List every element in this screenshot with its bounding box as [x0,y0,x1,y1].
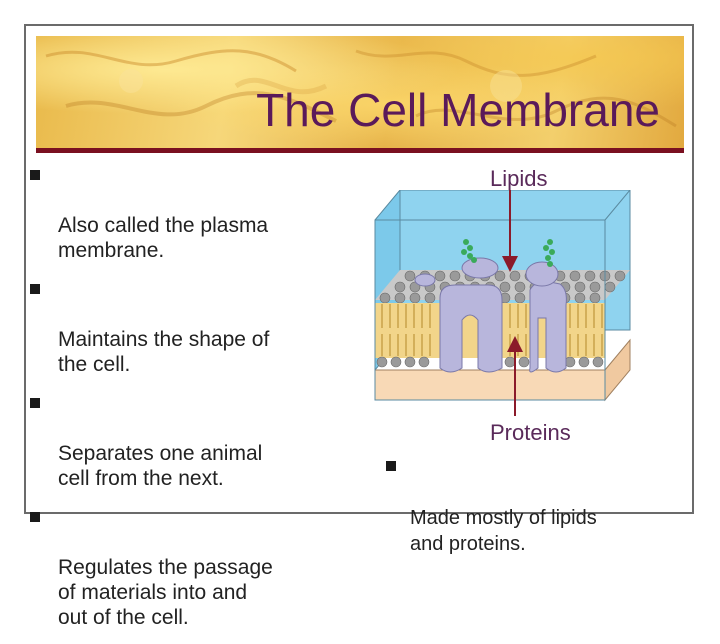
bullet-item: Also called the plasma membrane. [30,163,330,263]
box-edge [604,190,631,221]
membrane-diagram [374,190,631,416]
bullet-list: Also called the plasma membrane. Maintai… [30,163,330,644]
bullet-marker-icon [30,512,40,522]
summary-text: Made mostly of lipids and proteins. [410,507,597,555]
bullet-item: Regulates the passage of materials into … [30,505,330,630]
membrane-proteins [414,257,567,373]
summary-bullet: Made mostly of lipids and proteins. [386,453,690,557]
title-banner [36,36,684,148]
interior-side-face [604,338,631,402]
bullet-marker-icon [30,398,40,408]
banner-texture [45,49,677,128]
bullet-item: Maintains the shape of the cell. [30,277,330,377]
bullet-text: Regulates the passage of materials into … [58,556,273,629]
title-underline [36,148,684,153]
bullet-item: Separates one animal cell from the next. [30,391,330,491]
slide-frame [24,24,694,514]
proteins-label: Proteins [490,420,571,445]
box-front-outline [374,219,606,401]
bullet-marker-icon [386,461,396,471]
slide-title: The Cell Membrane [256,84,660,136]
slide: The Cell Membrane Also called the plasma… [24,24,694,629]
phospholipid-tails [381,304,603,356]
bullet-text: Separates one animal cell from the next. [58,442,263,490]
lipids-label: Lipids [490,166,548,191]
bullet-text: Also called the plasma membrane. [58,214,269,262]
bullet-marker-icon [30,284,40,294]
phospholipid-heads-lower [376,356,604,368]
carbohydrate-chains [461,239,555,267]
bullet-marker-icon [30,170,40,180]
interior-front-face [374,369,606,401]
bullet-text: Maintains the shape of the cell. [58,328,270,376]
